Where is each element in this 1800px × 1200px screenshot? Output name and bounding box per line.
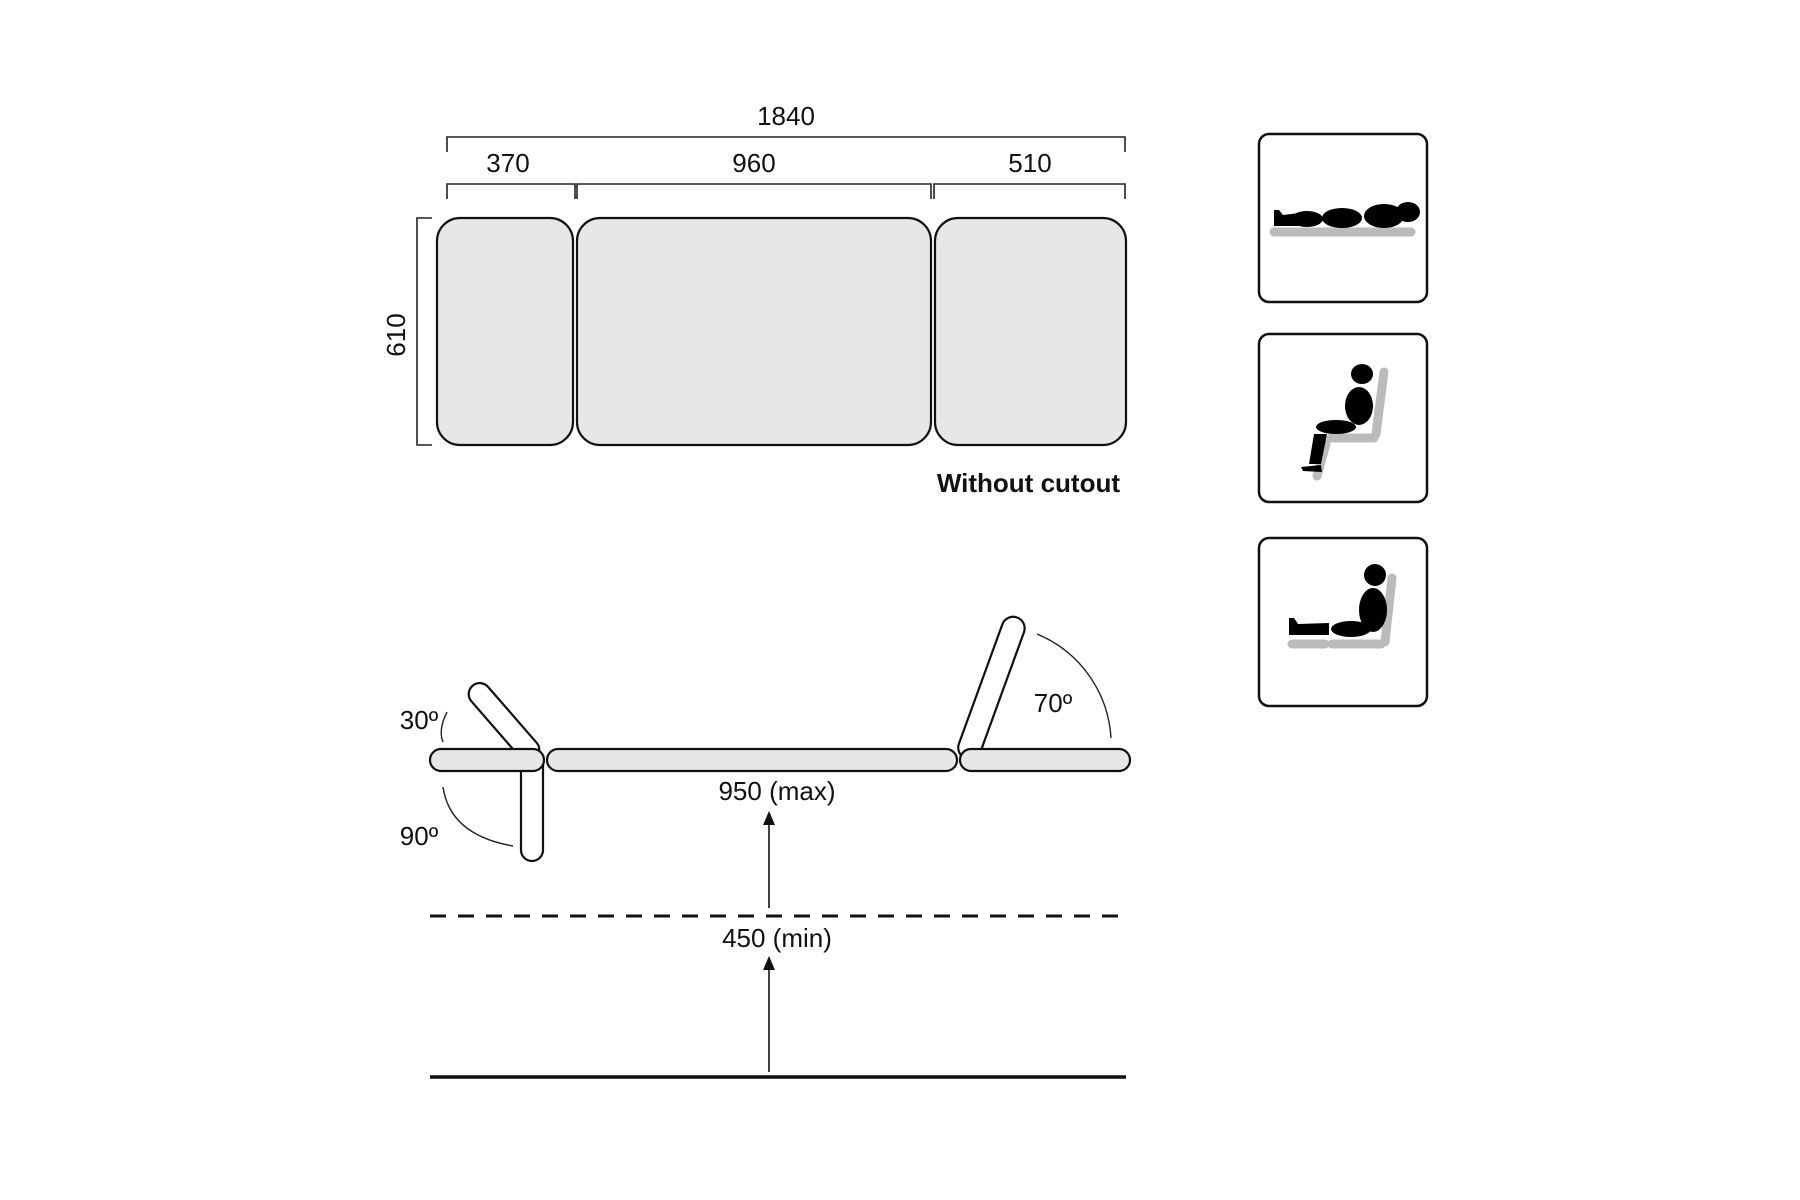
head-down-angle-label: 90º — [400, 821, 439, 851]
max-height-label: 950 (max) — [718, 776, 835, 806]
width-dimension: 610 — [381, 217, 432, 446]
section-dimensions: 370 960 510 — [446, 148, 1126, 199]
back-bar — [958, 747, 1132, 773]
min-height-arrowhead — [763, 956, 775, 970]
head-pad — [435, 216, 575, 447]
overall-length-label: 1840 — [757, 101, 815, 131]
side-view: 70º 30º 90º 950 (max) 450 (min) — [400, 615, 1132, 1079]
sitting-chair-icon — [1257, 332, 1429, 504]
middle-bar — [545, 747, 959, 773]
backrest-angle-label: 70º — [1034, 688, 1073, 718]
middle-section-length: 960 — [732, 148, 775, 178]
backrest-raised — [957, 615, 1026, 761]
head-bar — [428, 747, 546, 773]
max-height-arrowhead — [763, 811, 775, 825]
cutout-caption: Without cutout — [937, 468, 1120, 498]
width-label: 610 — [381, 313, 411, 356]
min-height-label: 450 (min) — [722, 923, 832, 953]
back-pad — [933, 216, 1128, 447]
overall-length-dimension: 1840 — [446, 101, 1126, 152]
head-up-angle-arc — [440, 711, 448, 743]
head-section-length: 370 — [486, 148, 529, 178]
reclined-sitting-icon — [1257, 536, 1429, 708]
lying-flat-icon — [1257, 132, 1429, 304]
head-up-angle-label: 30º — [400, 705, 439, 735]
middle-pad — [575, 216, 933, 447]
top-view-pads — [435, 216, 1128, 447]
back-section-length: 510 — [1008, 148, 1051, 178]
backrest-angle-arc — [1036, 633, 1112, 739]
head-down-angle-arc — [442, 786, 514, 847]
